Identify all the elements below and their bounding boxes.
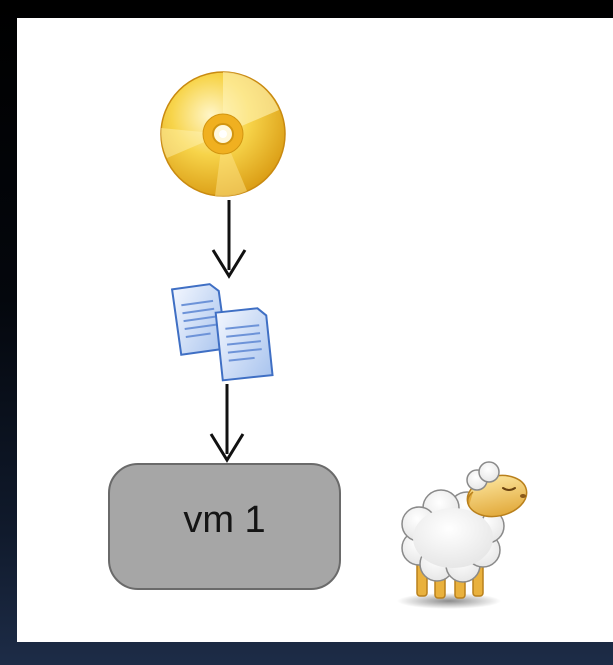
slide-canvas: vm 1 <box>17 18 613 642</box>
diagram-graphics <box>160 71 528 609</box>
sheep-icon <box>397 461 528 609</box>
vm-label: vm 1 <box>183 499 266 541</box>
documents-icon <box>170 283 274 382</box>
arrow-documents-to-vm <box>209 384 245 463</box>
cd-disc-icon <box>160 71 286 197</box>
arrow-disc-to-documents <box>211 200 247 279</box>
vm-box: vm 1 <box>108 463 341 590</box>
